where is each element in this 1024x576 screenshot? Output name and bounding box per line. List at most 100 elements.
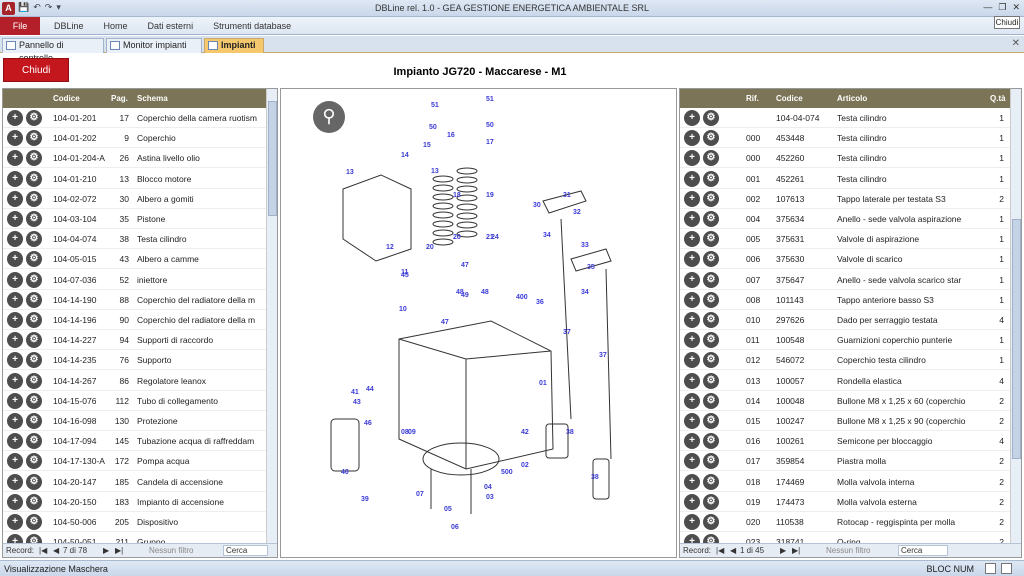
gear-icon[interactable]: ⚙ (703, 332, 719, 349)
add-icon[interactable]: + (684, 352, 700, 369)
col-codice[interactable]: Codice (776, 94, 803, 103)
chiudi-button[interactable]: Chiudi (3, 58, 69, 82)
add-icon[interactable]: + (7, 211, 23, 227)
gear-icon[interactable]: ⚙ (26, 110, 42, 126)
ribbon-tab-dati-esterni[interactable]: Dati esterni (147, 21, 194, 31)
left-search-input[interactable]: Cerca (223, 545, 268, 556)
add-icon[interactable]: + (684, 473, 700, 490)
gear-icon[interactable]: ⚙ (703, 130, 719, 147)
gear-icon[interactable]: ⚙ (26, 130, 42, 147)
prev-record-icon[interactable]: ◀ (730, 546, 737, 555)
gear-icon[interactable]: ⚙ (703, 372, 719, 389)
next-record-icon[interactable]: ▶ (780, 546, 787, 555)
gear-icon[interactable]: ⚙ (26, 453, 42, 470)
gear-icon[interactable]: ⚙ (703, 392, 719, 409)
gear-icon[interactable]: ⚙ (703, 170, 719, 187)
gear-icon[interactable]: ⚙ (26, 312, 42, 328)
add-icon[interactable]: + (684, 433, 700, 450)
add-icon[interactable]: + (7, 332, 23, 349)
gear-icon[interactable]: ⚙ (26, 352, 42, 369)
gear-icon[interactable]: ⚙ (26, 332, 42, 349)
add-icon[interactable]: + (7, 251, 23, 268)
redo-icon[interactable]: ↷ (44, 2, 53, 12)
add-icon[interactable]: + (7, 392, 23, 409)
tab-monitor-impianti[interactable]: Monitor impianti (106, 38, 202, 53)
access-app-icon[interactable]: A (2, 2, 15, 15)
zoom-in-icon[interactable]: ⚲ (313, 101, 345, 133)
gear-icon[interactable]: ⚙ (703, 150, 719, 167)
tab-impianti[interactable]: Impianti (204, 38, 264, 53)
gear-icon[interactable]: ⚙ (26, 231, 42, 248)
add-icon[interactable]: + (684, 150, 700, 167)
left-scrollbar-thumb[interactable] (268, 101, 277, 216)
undo-icon[interactable]: ↶ (33, 2, 41, 12)
add-icon[interactable]: + (7, 130, 23, 147)
add-icon[interactable]: + (7, 473, 23, 490)
close-window-icon[interactable]: ✕ (1012, 2, 1020, 12)
add-icon[interactable]: + (7, 352, 23, 369)
col-qta[interactable]: Q.tà (990, 94, 1006, 103)
add-icon[interactable]: + (684, 413, 700, 429)
add-icon[interactable]: + (7, 413, 23, 429)
ribbon-tab-home[interactable]: Home (103, 21, 128, 31)
record-position[interactable]: 7 di 78 (63, 546, 88, 555)
add-icon[interactable]: + (684, 392, 700, 409)
add-icon[interactable]: + (7, 493, 23, 510)
gear-icon[interactable]: ⚙ (703, 271, 719, 288)
design-view-icon[interactable] (1001, 563, 1012, 574)
first-record-icon[interactable]: |◀ (716, 546, 725, 555)
gear-icon[interactable]: ⚙ (703, 493, 719, 510)
gear-icon[interactable]: ⚙ (703, 211, 719, 227)
save-icon[interactable]: 💾 (18, 2, 30, 12)
left-scrollbar[interactable] (266, 89, 277, 545)
gear-icon[interactable]: ⚙ (26, 150, 42, 167)
gear-icon[interactable]: ⚙ (703, 514, 719, 530)
close-tab-icon[interactable]: ✕ (1011, 38, 1020, 49)
add-icon[interactable]: + (7, 291, 23, 308)
gear-icon[interactable]: ⚙ (703, 413, 719, 429)
gear-icon[interactable]: ⚙ (703, 433, 719, 450)
add-icon[interactable]: + (684, 514, 700, 530)
add-icon[interactable]: + (684, 211, 700, 227)
record-position[interactable]: 1 di 45 (740, 546, 765, 555)
col-codice[interactable]: Codice (53, 94, 80, 103)
last-record-icon[interactable]: ▶| (792, 546, 801, 555)
first-record-icon[interactable]: |◀ (39, 546, 48, 555)
tab-pannello-di-controllo[interactable]: Pannello di controllo (2, 38, 104, 63)
add-icon[interactable]: + (684, 271, 700, 288)
col-schema[interactable]: Schema (137, 94, 168, 103)
add-icon[interactable]: + (7, 190, 23, 207)
col-pag[interactable]: Pag. (111, 94, 128, 103)
gear-icon[interactable]: ⚙ (26, 170, 42, 187)
gear-icon[interactable]: ⚙ (26, 493, 42, 510)
add-icon[interactable]: + (7, 231, 23, 248)
ribbon-tab-dbline[interactable]: DBLine (54, 21, 84, 31)
add-icon[interactable]: + (684, 372, 700, 389)
add-icon[interactable]: + (684, 231, 700, 248)
